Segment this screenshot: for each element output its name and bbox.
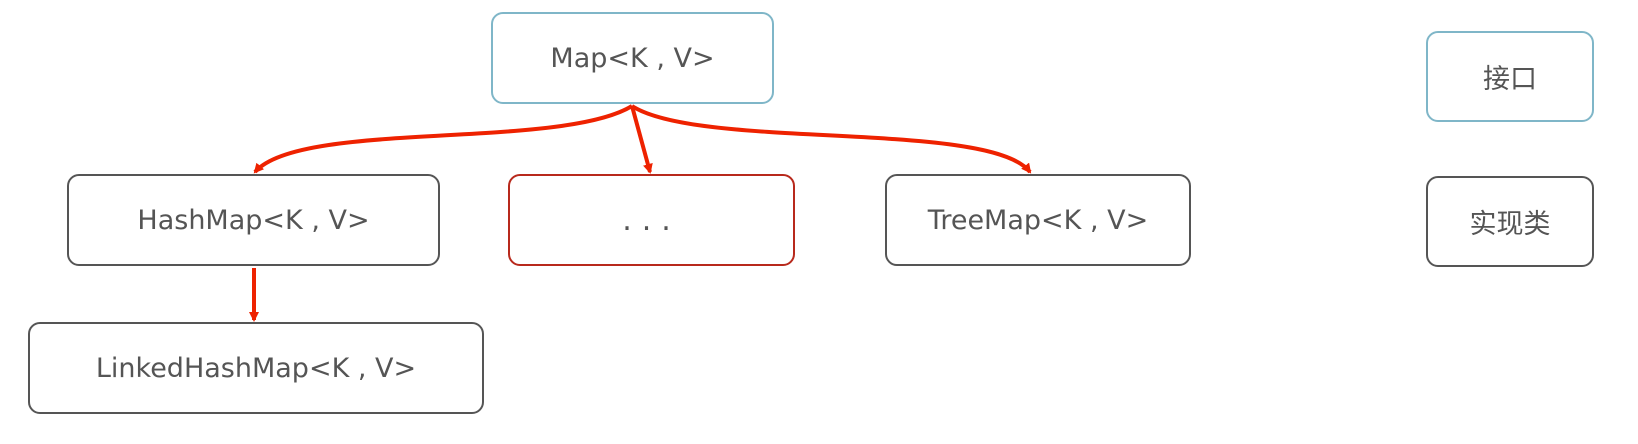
node-treemap: TreeMap<K , V> xyxy=(885,174,1191,266)
arrow-map-to-treemap xyxy=(630,104,1032,174)
legend-implementation-label: 实现类 xyxy=(1469,209,1551,240)
node-linkedhashmap: LinkedHashMap<K , V> xyxy=(28,322,484,414)
legend-interface-label: 接口 xyxy=(1483,64,1537,95)
node-others: ... xyxy=(508,174,795,266)
node-hashmap-label: HashMap<K , V> xyxy=(137,204,370,236)
arrow-map-to-hashmap xyxy=(253,104,634,174)
node-others-label: ... xyxy=(622,202,681,238)
node-map-label: Map<K , V> xyxy=(550,42,715,74)
node-treemap-label: TreeMap<K , V> xyxy=(927,204,1149,236)
node-hashmap: HashMap<K , V> xyxy=(67,174,440,266)
legend-implementation: 实现类 xyxy=(1426,176,1594,267)
arrow-map-to-others xyxy=(630,105,653,174)
node-linkedhashmap-label: LinkedHashMap<K , V> xyxy=(95,352,417,384)
legend-interface: 接口 xyxy=(1426,31,1594,122)
node-map: Map<K , V> xyxy=(491,12,774,104)
